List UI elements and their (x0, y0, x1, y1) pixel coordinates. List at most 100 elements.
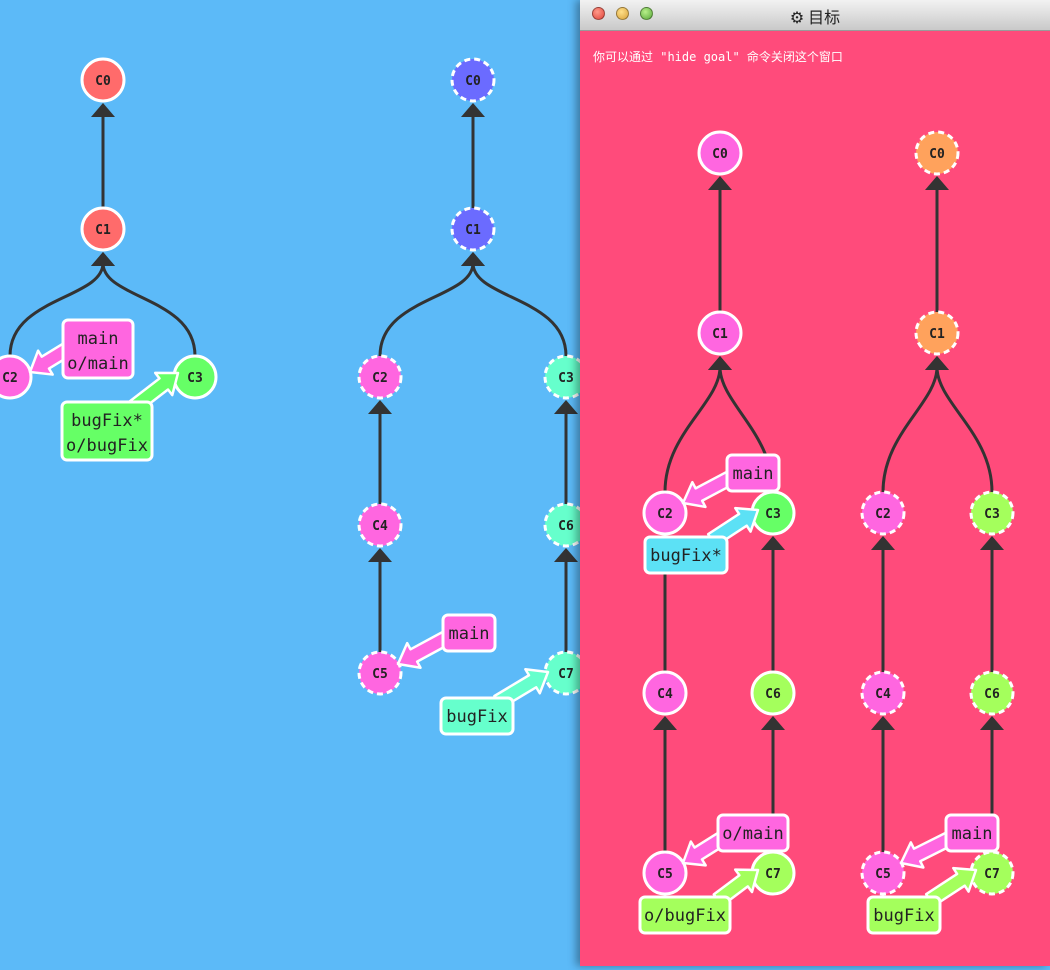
commit-label: C7 (558, 667, 574, 682)
commit-label: C5 (875, 867, 891, 882)
commit-c1[interactable]: C1 (80, 206, 126, 252)
goal-commit-c3[interactable]: C3 (750, 490, 796, 536)
remote-branch-main[interactable]: main (396, 613, 497, 670)
remote-edge-c2-c1 (378, 252, 485, 357)
commit-label: C2 (372, 371, 388, 386)
remote-commit-c2[interactable]: C2 (357, 354, 403, 400)
gear-icon: ⚙ (789, 8, 805, 27)
commit-c3[interactable]: C3 (172, 354, 218, 400)
remote-branch-bugfix[interactable]: bugFix (439, 668, 550, 736)
goal-remote-commit-c4[interactable]: C4 (860, 670, 906, 716)
edge-c3-c1 (91, 252, 197, 357)
goal-edge-c1-c0 (708, 176, 732, 312)
goal-remote-edge-c3-c1 (925, 356, 994, 493)
branch-label: o/main (722, 824, 783, 844)
branch-label: bugFix* (650, 546, 722, 566)
commit-label: C7 (984, 867, 1000, 882)
goal-remote-edge-c5-c4 (871, 716, 895, 852)
minimize-button[interactable] (616, 7, 629, 20)
commit-label: C1 (465, 223, 481, 238)
branch-label: main (952, 824, 993, 844)
commit-label: C0 (712, 147, 728, 162)
commit-label: C5 (372, 667, 388, 682)
branch-label: bugFix (873, 906, 934, 926)
remote-edge-c6-c3 (554, 400, 578, 504)
goal-branch-o-bugfix[interactable]: o/bugFix (638, 868, 760, 935)
maximize-button[interactable] (640, 7, 653, 20)
goal-edge-c6-c3 (761, 536, 785, 672)
commit-label: C3 (187, 371, 203, 386)
branch-label: bugFix* (71, 411, 143, 431)
commit-label: C6 (984, 687, 1000, 702)
commit-label: C6 (765, 687, 781, 702)
branch-label: main (449, 624, 490, 644)
commit-label: C4 (657, 687, 673, 702)
goal-remote-commit-c3[interactable]: C3 (969, 490, 1015, 536)
commit-label: C0 (95, 74, 111, 89)
goal-commit-c2[interactable]: C2 (642, 490, 688, 536)
goal-title-text: 目标 (808, 8, 841, 27)
goal-remote-edge-c4-c2 (871, 536, 895, 672)
remote-edge-c5-c4 (368, 548, 392, 652)
branch-label: main (733, 464, 774, 484)
goal-commit-c1[interactable]: C1 (697, 310, 743, 356)
goal-remote-edge-c6-c3 (980, 536, 1004, 672)
commit-label: C3 (558, 371, 574, 386)
goal-branch-bugfix[interactable]: bugFix* (643, 506, 760, 575)
goal-remote-edge-c1-c0 (925, 176, 949, 312)
remote-edge-c3-c1 (461, 252, 568, 357)
commit-label: C5 (657, 867, 673, 882)
remote-commit-c4[interactable]: C4 (357, 502, 403, 548)
goal-commit-c5[interactable]: C5 (642, 850, 688, 896)
branch-label: o/bugFix (644, 906, 726, 926)
goal-window-title: ⚙目标 (580, 4, 1050, 28)
commit-label: C1 (712, 327, 728, 342)
goal-remote-commit-c6[interactable]: C6 (969, 670, 1015, 716)
goal-remote-commit-c5[interactable]: C5 (860, 850, 906, 896)
goal-commit-c6[interactable]: C6 (750, 670, 796, 716)
commit-label: C4 (372, 519, 388, 534)
remote-commit-c0[interactable]: C0 (450, 57, 496, 103)
commit-label: C1 (95, 223, 111, 238)
edge-c1-c0 (91, 103, 115, 208)
commit-c2[interactable]: C2 (0, 354, 33, 400)
remote-edge-c1-c0 (461, 103, 485, 208)
remote-edge-c7-c6 (554, 548, 578, 652)
goal-branch-main[interactable]: main (681, 453, 781, 509)
commit-c0[interactable]: C0 (80, 57, 126, 103)
goal-remote-commit-c0[interactable]: C0 (914, 130, 960, 176)
remote-commit-c3[interactable]: C3 (543, 354, 589, 400)
goal-remote-commit-c7[interactable]: C7 (969, 850, 1015, 896)
commit-label: C0 (929, 147, 945, 162)
branch-bugfix[interactable]: bugFix* o/bugFix (60, 371, 180, 462)
commit-label: C2 (875, 507, 891, 522)
goal-remote-branch-bugfix[interactable]: bugFix (866, 866, 978, 935)
commit-label: C1 (929, 327, 945, 342)
goal-remote-branch-main[interactable]: main (899, 813, 1000, 869)
branch-label: o/bugFix (66, 436, 148, 456)
commit-label: C2 (2, 371, 18, 386)
goal-commit-c0[interactable]: C0 (697, 130, 743, 176)
remote-commit-c6[interactable]: C6 (543, 502, 589, 548)
goal-branch-o-main[interactable]: o/main (681, 813, 790, 867)
remote-commit-c7[interactable]: C7 (543, 650, 589, 696)
commit-label: C2 (657, 507, 673, 522)
remote-edge-c4-c2 (368, 400, 392, 504)
hide-goal-hint: 你可以通过 "hide goal" 命令关闭这个窗口 (593, 50, 843, 64)
goal-titlebar[interactable]: ⚙目标 (580, 0, 1050, 31)
remote-commit-c5[interactable]: C5 (357, 650, 403, 696)
branch-label: bugFix (446, 707, 507, 727)
goal-commit-c4[interactable]: C4 (642, 670, 688, 716)
goal-remote-commit-c2[interactable]: C2 (860, 490, 906, 536)
goal-remote-commit-c1[interactable]: C1 (914, 310, 960, 356)
goal-edge-c5-c4 (653, 716, 677, 852)
commit-label: C7 (765, 867, 781, 882)
remote-commit-c1[interactable]: C1 (450, 206, 496, 252)
branch-label: o/main (67, 354, 128, 374)
commit-label: C6 (558, 519, 574, 534)
close-button[interactable] (592, 7, 605, 20)
